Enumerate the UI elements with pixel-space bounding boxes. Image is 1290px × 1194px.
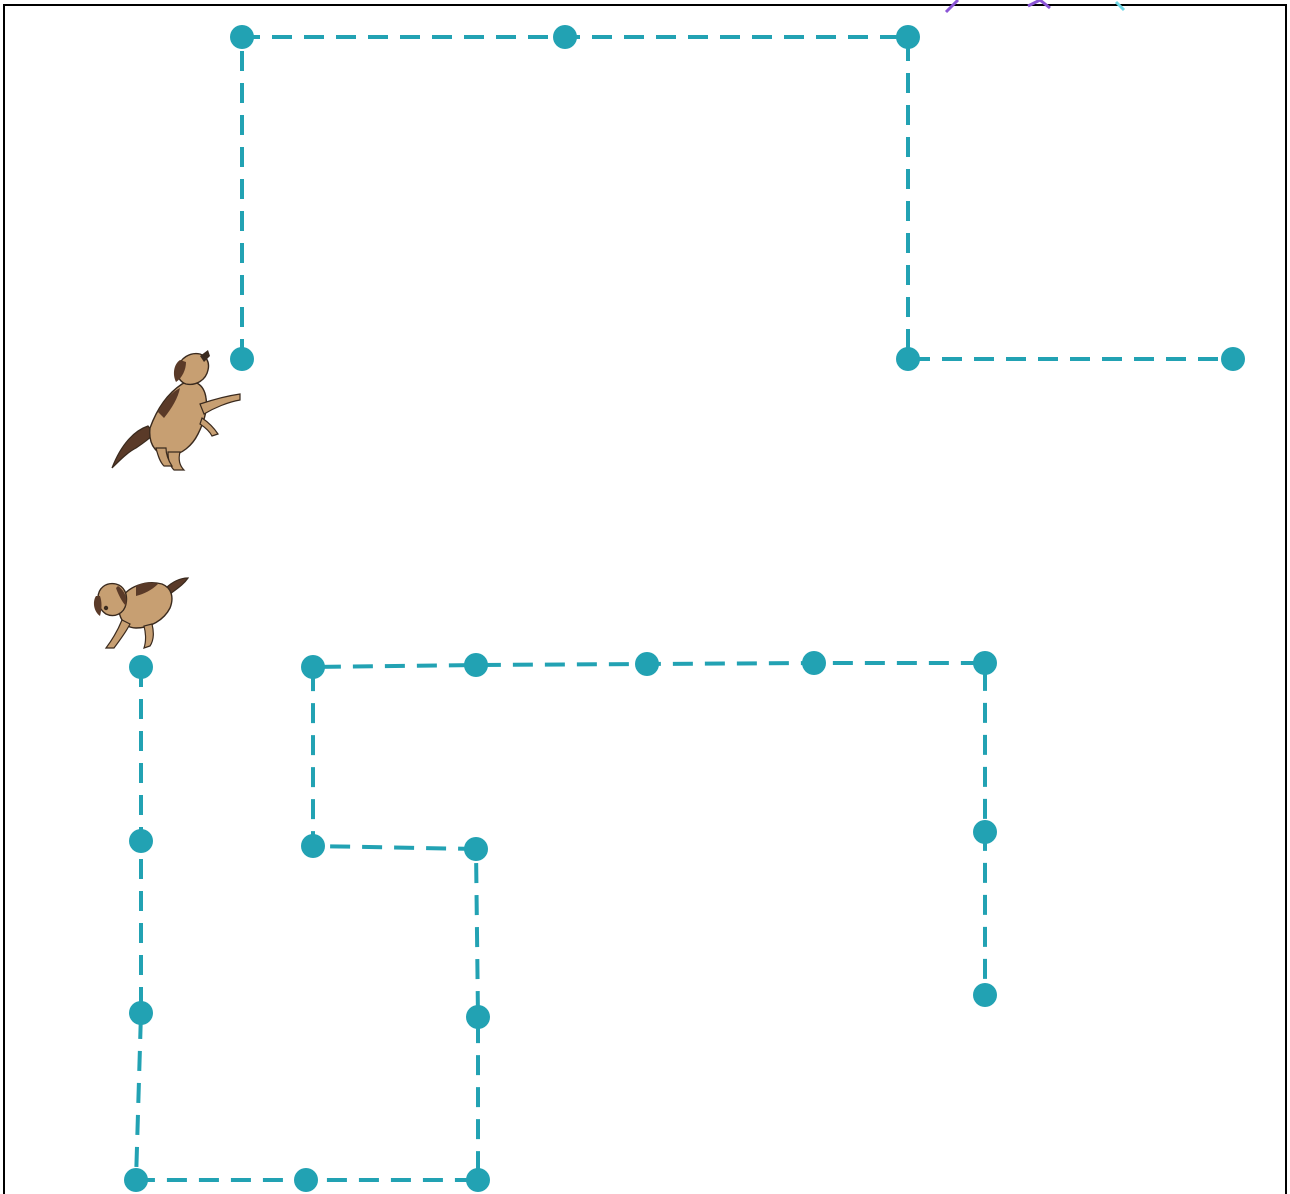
path-node-dot xyxy=(301,655,325,679)
path-node-dot xyxy=(466,1005,490,1029)
path-node-dot xyxy=(464,837,488,861)
lower-left-dotted-path xyxy=(124,651,997,1192)
path-node-dot xyxy=(553,25,577,49)
dog-running-icon xyxy=(112,350,240,470)
upper-dotted-path xyxy=(230,25,1245,371)
path-node-dot xyxy=(896,25,920,49)
path-node-dot xyxy=(973,983,997,1007)
path-node-dot xyxy=(230,25,254,49)
dotted-paths xyxy=(124,25,1245,1192)
dashed-path-line xyxy=(242,37,1233,359)
path-node-dot xyxy=(301,834,325,858)
path-node-dot xyxy=(802,651,826,675)
path-node-dot xyxy=(464,653,488,677)
path-node-dot xyxy=(129,1001,153,1025)
dashed-path-line xyxy=(136,663,985,1180)
path-node-dot xyxy=(1221,347,1245,371)
path-node-dot xyxy=(635,652,659,676)
path-node-dot xyxy=(230,347,254,371)
dog-running-icon xyxy=(94,578,188,648)
path-node-dot xyxy=(124,1168,148,1192)
path-node-dot xyxy=(294,1168,318,1192)
path-node-dot xyxy=(129,829,153,853)
partial-logo-mark xyxy=(946,0,1124,12)
path-node-dot xyxy=(973,651,997,675)
path-node-dot xyxy=(896,347,920,371)
path-node-dot xyxy=(129,655,153,679)
path-node-dot xyxy=(466,1168,490,1192)
path-node-dot xyxy=(973,820,997,844)
